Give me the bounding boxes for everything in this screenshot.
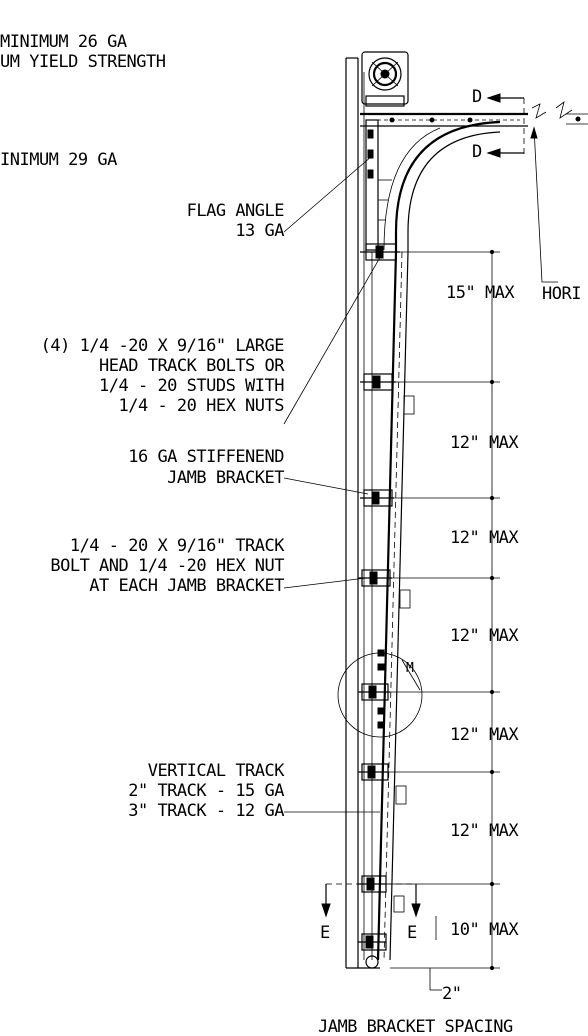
callout-vertical-track: VERTICAL TRACK 2" TRACK - 15 GA 3" TRACK… xyxy=(128,761,380,821)
callout-flag-angle: FLAG ANGLE 13 GA xyxy=(187,155,373,241)
note-line-3: INIMUM 29 GA xyxy=(0,150,117,170)
note-line-2: UM YIELD STRENGTH xyxy=(0,52,166,72)
jamb-bracket xyxy=(358,569,411,609)
track-bolt-nut-line-3: AT EACH JAMB BRACKET xyxy=(89,576,284,596)
callout-track-bolt-nut: 1/4 - 20 X 9/16" TRACK BOLT AND 1/4 -20 … xyxy=(50,536,367,596)
track-bolts-line-2: HEAD TRACK BOLTS OR xyxy=(99,356,285,376)
track-bolts-line-3: 1/4 - 20 STUDS WITH xyxy=(99,376,284,396)
jamb-bracket xyxy=(360,489,394,507)
vertical-track-line-3: 3" TRACK - 12 GA xyxy=(128,801,284,821)
spacing-label-1: 15" MAX xyxy=(446,283,515,303)
spacing-dimension-line xyxy=(386,249,500,971)
section-d-top-label: D xyxy=(472,87,482,107)
spacing-label-6: 12" MAX xyxy=(450,821,519,841)
track-bolts-line-1: (4) 1/4 -20 X 9/16" LARGE xyxy=(41,336,285,356)
flag-angle-line-1: FLAG ANGLE xyxy=(187,201,285,221)
callout-track-bolts: (4) 1/4 -20 X 9/16" LARGE HEAD TRACK BOL… xyxy=(41,253,383,425)
jamb-bracket xyxy=(360,373,415,415)
section-e-left-label: E xyxy=(320,923,330,943)
note-line-1: MINIMUM 26 GA xyxy=(0,32,127,52)
section-d-marks: D D xyxy=(472,87,525,162)
spring-drum xyxy=(361,51,409,107)
section-d-bottom-label: D xyxy=(472,142,482,162)
spacing-label-3: 12" MAX xyxy=(450,528,519,548)
vertical-track-line-2: 2" TRACK - 15 GA xyxy=(128,781,284,801)
jamb-bracket-line-2: JAMB BRACKET xyxy=(167,468,284,488)
flag-angle-line-2: 13 GA xyxy=(235,221,284,241)
track-bolt-nut-line-1: 1/4 - 20 X 9/16" TRACK xyxy=(70,536,285,556)
jamb-bracket-line-1: 16 GA STIFFENEND xyxy=(128,447,284,467)
spacing-label-4: 12" MAX xyxy=(450,626,519,646)
spacing-label-7: 10" MAX xyxy=(450,920,519,940)
spacing-labels: 15" MAX 12" MAX 12" MAX 12" MAX 12" MAX … xyxy=(446,283,520,940)
detail-m-label: M xyxy=(406,661,414,676)
section-e-right-label: E xyxy=(407,923,417,943)
top-notes: MINIMUM 26 GA UM YIELD STRENGTH INIMUM 2… xyxy=(0,32,166,170)
horizontal-callout: HORI xyxy=(530,126,581,304)
curved-track xyxy=(383,120,501,252)
jamb-bracket xyxy=(358,933,387,969)
detail-m-circle: M xyxy=(337,652,423,738)
drawing-title: JAMB BRACKET SPACING xyxy=(318,1017,513,1036)
horizontal-track xyxy=(360,101,588,127)
jamb-wall xyxy=(345,57,380,969)
spacing-label-2: 12" MAX xyxy=(450,433,519,453)
offset-label: 2" xyxy=(442,984,461,1004)
section-e-marks: E E xyxy=(320,883,437,943)
offset-dimension: 2" xyxy=(429,968,462,1004)
vertical-track-line-1: VERTICAL TRACK xyxy=(148,761,286,781)
track-bolts-line-4: 1/4 - 20 HEX NUTS xyxy=(119,396,285,416)
horizontal-label: HORI xyxy=(542,284,581,304)
spacing-label-5: 12" MAX xyxy=(450,725,519,745)
flag-angle xyxy=(365,119,392,251)
callout-jamb-bracket: 16 GA STIFFENEND JAMB BRACKET xyxy=(128,447,369,495)
vertical-track xyxy=(371,251,409,961)
track-bolt-nut-line-2: BOLT AND 1/4 -20 HEX NUT xyxy=(50,556,284,576)
